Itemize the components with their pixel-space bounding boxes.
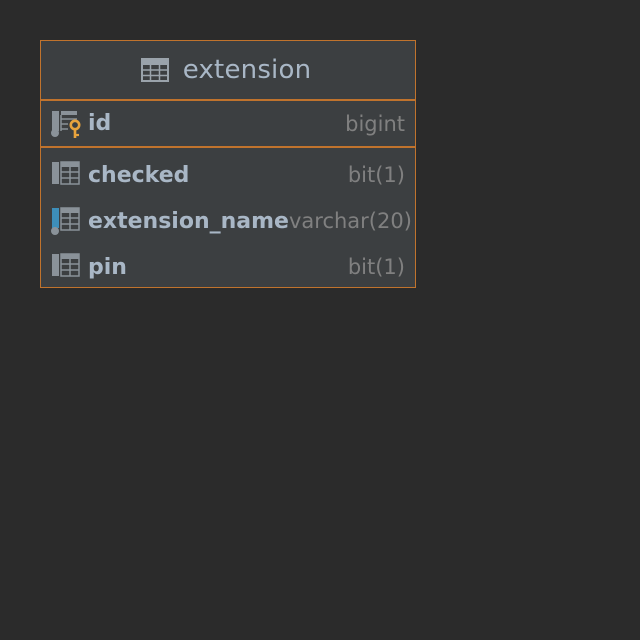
column-icon — [52, 253, 80, 277]
column-row-checked[interactable]: checked bit(1) — [41, 152, 415, 198]
column-type: bit(1) — [347, 163, 405, 187]
column-type: bigint — [345, 111, 405, 136]
column-type: bit(1) — [347, 255, 405, 279]
column-type: varchar(20) — [288, 209, 412, 233]
column-row-id[interactable]: id bigint — [41, 101, 415, 148]
column-icon — [52, 161, 80, 185]
column-row-extension-name[interactable]: extension_name varchar(20) — [41, 198, 415, 244]
column-name: checked — [88, 162, 190, 188]
table-header: extension — [41, 41, 415, 101]
table-icon — [140, 58, 169, 82]
column-name: id — [88, 111, 112, 136]
table-node-extension[interactable]: extension id bigint — [40, 40, 416, 288]
column-name: pin — [88, 254, 127, 280]
indexed-column-icon — [51, 207, 80, 235]
primary-key-column-icon — [51, 110, 81, 138]
column-name: extension_name — [88, 208, 289, 234]
column-list: checked bit(1) extension_name varchar(20… — [41, 148, 415, 290]
table-name: extension — [182, 55, 312, 85]
column-row-pin[interactable]: pin bit(1) — [41, 244, 415, 290]
